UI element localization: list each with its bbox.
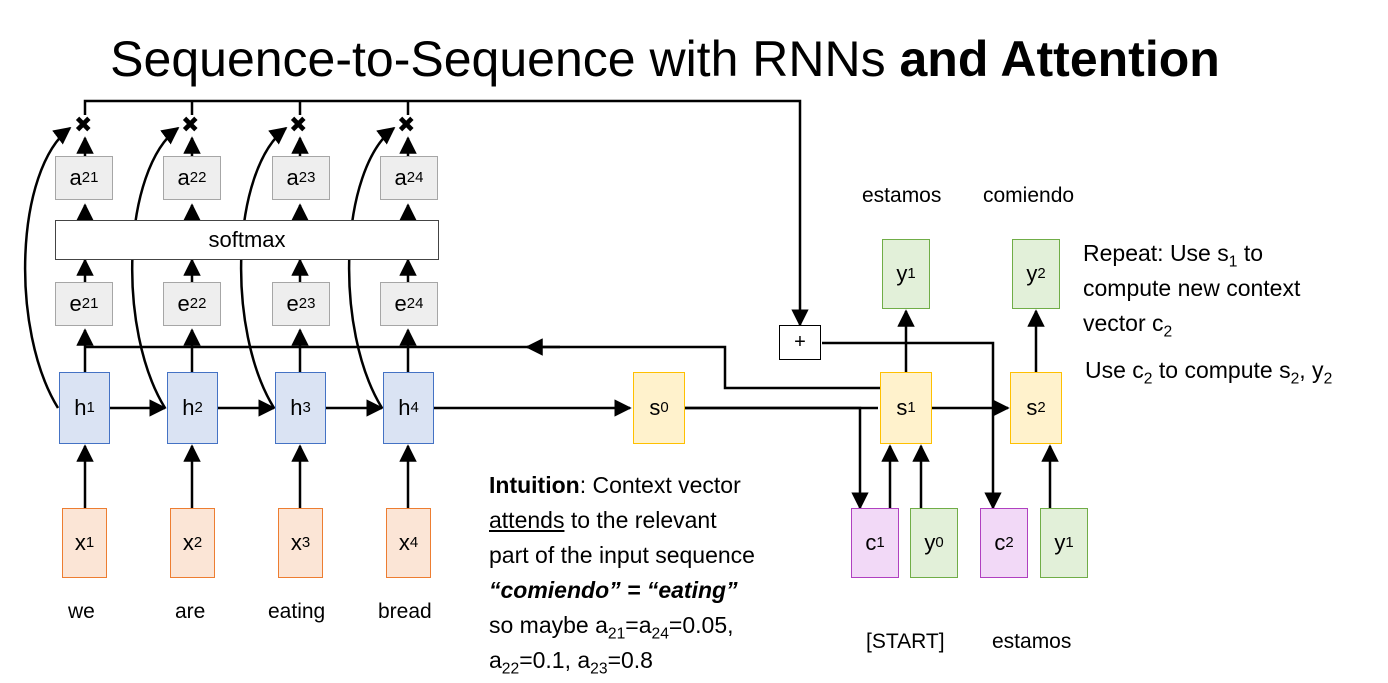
arrow-plus-c2	[822, 341, 1002, 510]
output-word: comiendo	[983, 184, 1075, 207]
multiply-icon: ✖	[74, 112, 93, 137]
input-word: bread	[378, 600, 432, 623]
output-word: estamos	[862, 184, 942, 207]
context-sum-plus: +	[779, 325, 821, 360]
sum-bus	[83, 99, 809, 327]
input-word: are	[175, 600, 206, 623]
intuition-note: Intuition: Context vector attends to the…	[489, 472, 755, 678]
decoder-input-word: estamos	[992, 630, 1072, 653]
softmax-box: softmax	[55, 220, 439, 260]
multiply-icon: ✖	[289, 112, 308, 137]
s1-feedback-line	[85, 345, 880, 390]
input-word: eating	[268, 600, 326, 623]
multiply-icon: ✖	[181, 112, 200, 137]
input-word: we	[68, 600, 95, 623]
page-title: Sequence-to-Sequence with RNNs and Atten…	[110, 31, 1220, 87]
decoder-input-word: [START]	[866, 630, 945, 653]
multiply-icon: ✖	[397, 112, 416, 137]
use-note: Use c2 to compute s2, y2	[1085, 357, 1333, 388]
curve-h1-mult	[23, 126, 72, 409]
repeat-note: Repeat: Use s1 to compute new context ve…	[1083, 240, 1301, 341]
